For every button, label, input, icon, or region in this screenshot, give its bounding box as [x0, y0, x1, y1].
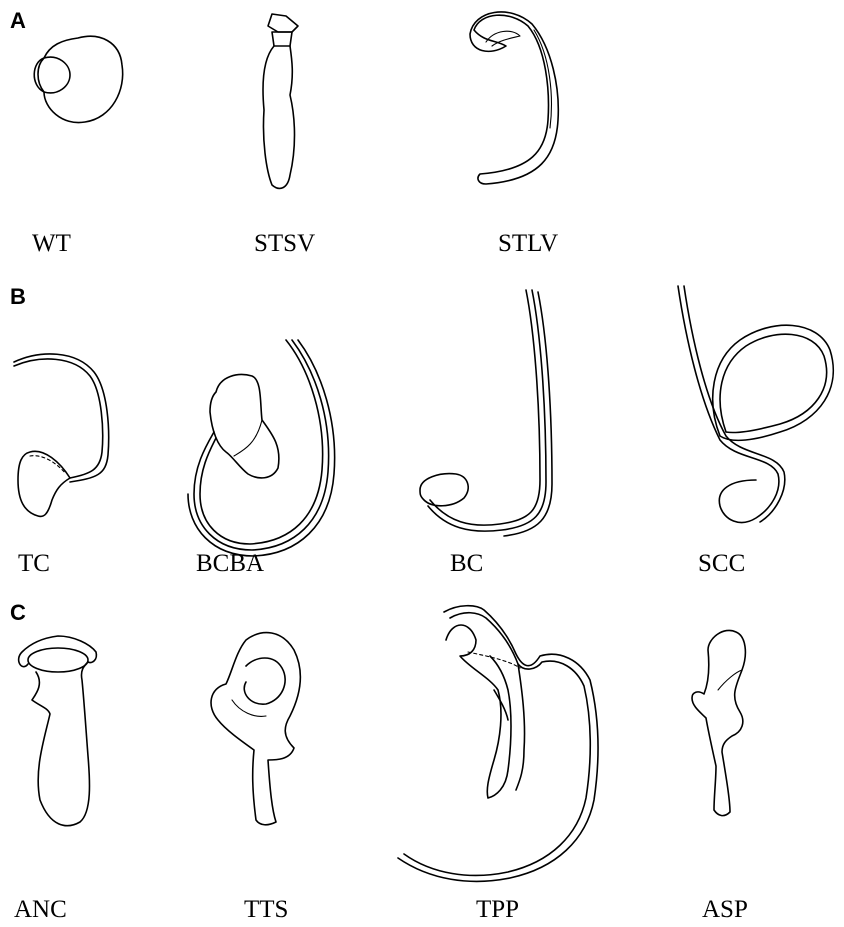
label-anc: ANC [14, 896, 67, 924]
label-stsv: STSV [254, 230, 315, 258]
drawing-anc [19, 636, 97, 826]
drawing-wt [34, 36, 122, 122]
label-bcba: BCBA [196, 550, 264, 578]
label-tpp: TPP [476, 896, 519, 924]
label-tc: TC [18, 550, 50, 578]
drawing-bcba [188, 340, 335, 556]
drawing-asp [692, 630, 745, 815]
drawing-tpp [398, 606, 598, 882]
drawing-bc [420, 290, 552, 536]
drawing-tts [211, 633, 300, 825]
drawing-stlv [470, 12, 558, 184]
label-bc: BC [450, 550, 483, 578]
label-asp: ASP [702, 896, 748, 924]
label-scc: SCC [698, 550, 745, 578]
label-wt: WT [32, 230, 71, 258]
drawing-tc [14, 354, 109, 517]
label-tts: TTS [244, 896, 288, 924]
drawing-scc [678, 286, 833, 522]
label-stlv: STLV [498, 230, 558, 258]
drawing-stsv [263, 14, 298, 188]
